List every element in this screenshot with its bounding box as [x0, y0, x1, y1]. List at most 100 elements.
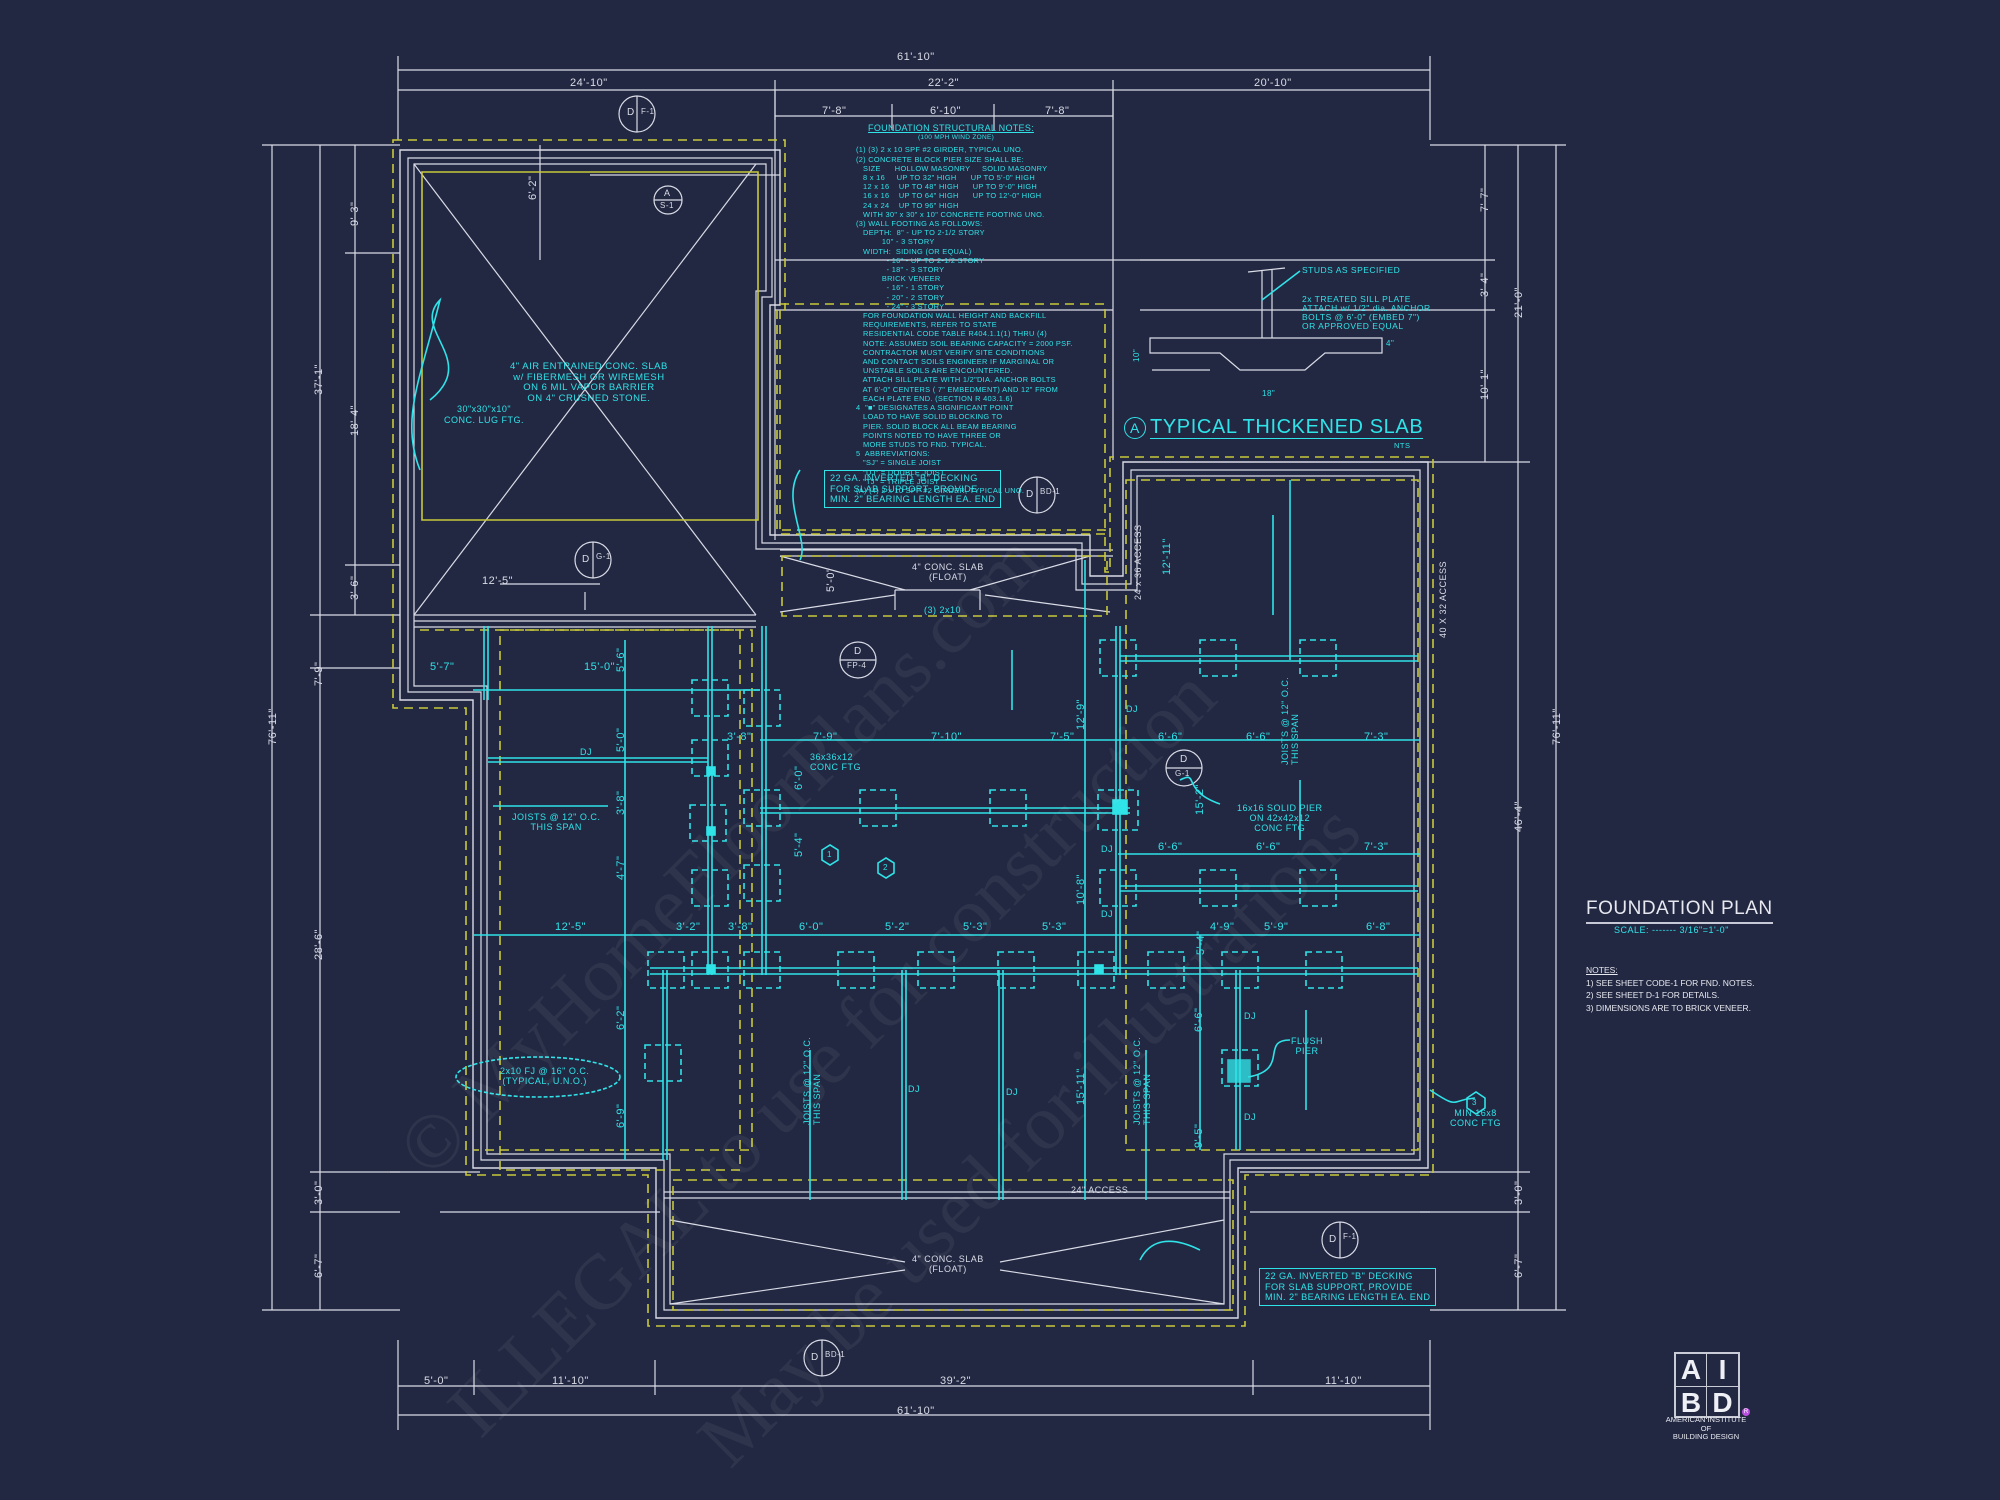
int-dim: 15'-0": [584, 661, 616, 673]
note-line: MORE STUDS TO FND. TYPICAL.: [856, 439, 987, 449]
int-dim: 5'-3": [963, 921, 988, 933]
note-line: 24 x 24 UP TO 96" HIGH: [856, 200, 959, 210]
general-notes-heading: NOTES:: [1586, 965, 1618, 975]
dj-label: DJ: [1101, 844, 1113, 854]
decking-line: 22 GA. INVERTED "B" DECKING: [1265, 1271, 1413, 1281]
detail-callout-sill: 2x TREATED SILL PLATE: [1302, 294, 1411, 304]
ftg-line: 36x36x12: [810, 752, 854, 762]
dj-label: DJ: [1101, 909, 1113, 919]
pier-line: ON 42x42x12: [1249, 813, 1311, 823]
marker-5-bottom: FP-4: [847, 661, 867, 670]
dim-right-inner-1: 7'-7": [1479, 187, 1491, 212]
marker-2-top: A: [664, 188, 671, 198]
detail-callout-attach: ATTACH w/ 1/2" dia. ANCHOR: [1302, 303, 1431, 313]
logo-line: AMERICAN INSTITUTE: [1665, 1415, 1747, 1424]
dim-bottom-seg-2: 11'-10": [552, 1375, 589, 1387]
joists-line: THIS SPAN: [530, 822, 582, 832]
pier-line: CONC FTG: [1254, 823, 1306, 833]
joists-line: JOISTS @ 12" O.C.: [1280, 676, 1290, 765]
flush-line: PIER: [1295, 1046, 1319, 1056]
logo-letter: I: [1707, 1354, 1738, 1387]
logo-line: OF: [1700, 1423, 1712, 1433]
note-line: AND CONTACT SOILS ENGINEER IF MARGINAL O…: [856, 357, 1055, 367]
note-line: CONTRACTOR MUST VERIFY SITE CONDITIONS: [856, 347, 1045, 357]
dim-right-outer-3: 3'-0": [1513, 1180, 1525, 1205]
porch-dim: 5'-0": [825, 567, 837, 592]
note-line: BRICK VENEER: [856, 274, 941, 284]
int-dim: 4'-9": [1210, 921, 1235, 933]
dj-label: DJ: [1244, 1112, 1256, 1122]
pier-line: 16x16 SOLID PIER: [1237, 803, 1323, 813]
marker-6-top: D: [1180, 754, 1188, 765]
marker-6-bottom: G-1: [1175, 769, 1190, 778]
decking-note-rear: 22 GA. INVERTED "B" DECKING FOR SLAB SUP…: [1259, 1268, 1437, 1306]
detail-dim-slab: 4": [1386, 339, 1395, 348]
detail-tag: A: [1124, 416, 1146, 439]
girder-label: (3) 2x10: [924, 605, 962, 615]
dim-left-outer-5: 6'-7": [313, 1253, 325, 1278]
joists-note-right-bottom: JOISTS @ 12" O.C. THIS SPAN: [1132, 1037, 1152, 1125]
fj-line: (TYPICAL, U.N.O.): [502, 1076, 587, 1086]
note-line: (3) WALL FOOTING AS FOLLOWS:: [856, 219, 983, 229]
lug-ftg-line: 30"x30"x10": [456, 404, 512, 414]
plan-title: FOUNDATION PLAN: [1586, 898, 1773, 924]
logo-letter: A: [1676, 1354, 1707, 1387]
marker-3-top: D: [582, 554, 590, 565]
marker-3-bottom: G-1: [596, 552, 611, 561]
rear-slab-line: 4" CONC. SLAB: [912, 1254, 984, 1264]
aibd-logo: A I B D: [1674, 1352, 1740, 1419]
note-line: 4 "■" DESIGNATES A SIGNIFICANT POINT: [856, 403, 1014, 413]
int-dim: 12'-11": [1161, 538, 1173, 575]
dim-right-overall: 76'-11": [1551, 708, 1563, 745]
dim-left-outer-2: 7'-9": [313, 661, 325, 686]
int-dim: 15'-11": [1075, 1068, 1087, 1105]
note-line: 8 x 16 UP TO 32" HIGH UP TO 5'-0" HIGH: [856, 173, 1035, 183]
dim-left-inner-2: 18'-4": [349, 404, 361, 436]
porch-slab-label: 4" CONC. SLAB (FLOAT): [912, 562, 984, 582]
porch-slab-line: (FLOAT): [928, 572, 967, 582]
general-notes: NOTES: 1) SEE SHEET CODE-1 FOR FND. NOTE…: [1586, 964, 1754, 1014]
marker-2-bottom: S-1: [660, 201, 674, 210]
int-dim: 7'-5": [1050, 731, 1075, 743]
note-line: - 16" - UP TO 2-1/2 STORY: [856, 255, 985, 265]
dim-left-outer-1: 37'-1": [313, 363, 325, 395]
fj-cloud-note: 2x10 FJ @ 16" O.C. (TYPICAL, U.N.O.): [500, 1066, 589, 1086]
solid-pier-note: 16x16 SOLID PIER ON 42x42x12 CONC FTG: [1237, 803, 1323, 833]
int-dim: 6'-6": [1256, 841, 1281, 853]
decking-line: FOR SLAB SUPPORT, PROVIDE: [1265, 1281, 1413, 1292]
note-line: WITH 30" x 30" x 10" CONCRETE FOOTING UN…: [856, 209, 1045, 219]
marker-8-top: D: [811, 1352, 819, 1363]
note-line: (1) (3) 2 x 10 SPF #2 GIRDER, TYPICAL UN…: [856, 145, 1024, 155]
dim-left-overall: 76'-11": [267, 708, 279, 745]
note-line: "SJ" = SINGLE JOIST: [856, 458, 942, 468]
joists-note-left: JOISTS @ 12" O.C. THIS SPAN: [512, 812, 600, 832]
int-dim: 7'-3": [1364, 841, 1389, 853]
joists-line: JOISTS @ 12" O.C.: [512, 812, 601, 822]
detail-dim-depth: 10": [1132, 348, 1141, 362]
marker-1-top: D: [627, 107, 635, 118]
int-dim: 3'-8": [728, 921, 753, 933]
note-line: - 24" - 3 STORY: [856, 301, 945, 311]
int-dim: 6'-2": [615, 1005, 627, 1030]
int-dim: 5'-2": [885, 921, 910, 933]
joists-note-right-top: JOISTS @ 12" O.C. THIS SPAN: [1280, 677, 1300, 765]
note-line: NOTE: ASSUMED SOIL BEARING CAPACITY = 20…: [856, 338, 1073, 348]
porch-slab-line: 4" CONC. SLAB: [912, 562, 984, 572]
decking-line: 22 GA. INVERTED "B" DECKING: [830, 473, 978, 483]
min-ftg-note: MIN 16x8 CONC FTG: [1450, 1108, 1501, 1128]
dj-label: DJ: [1126, 704, 1138, 714]
dim-right-outer-2: 46'-4": [1513, 800, 1525, 832]
dim-right-outer-1: 21'-0": [1513, 286, 1525, 318]
int-dim: 6'-0": [799, 921, 824, 933]
marker-4-bottom: BD-1: [1040, 487, 1061, 496]
int-dim: 7'-10": [931, 731, 963, 743]
note-line: 12 x 16 UP TO 48" HIGH UP TO 9'-0" HIGH: [856, 182, 1038, 192]
int-dim: 3'-8": [727, 731, 752, 743]
dim-right-inner-3: 10'-1": [1479, 368, 1491, 400]
int-dim: 6'-0": [793, 765, 805, 790]
int-dim: 7'-9": [813, 731, 838, 743]
note-line: (A) (4) 2 x 10 SPF #2 GIRDER, TYPICAL UN…: [856, 485, 1025, 495]
logo-letter: D: [1712, 1387, 1733, 1418]
hex-tag-3: 3: [1472, 1098, 1477, 1107]
